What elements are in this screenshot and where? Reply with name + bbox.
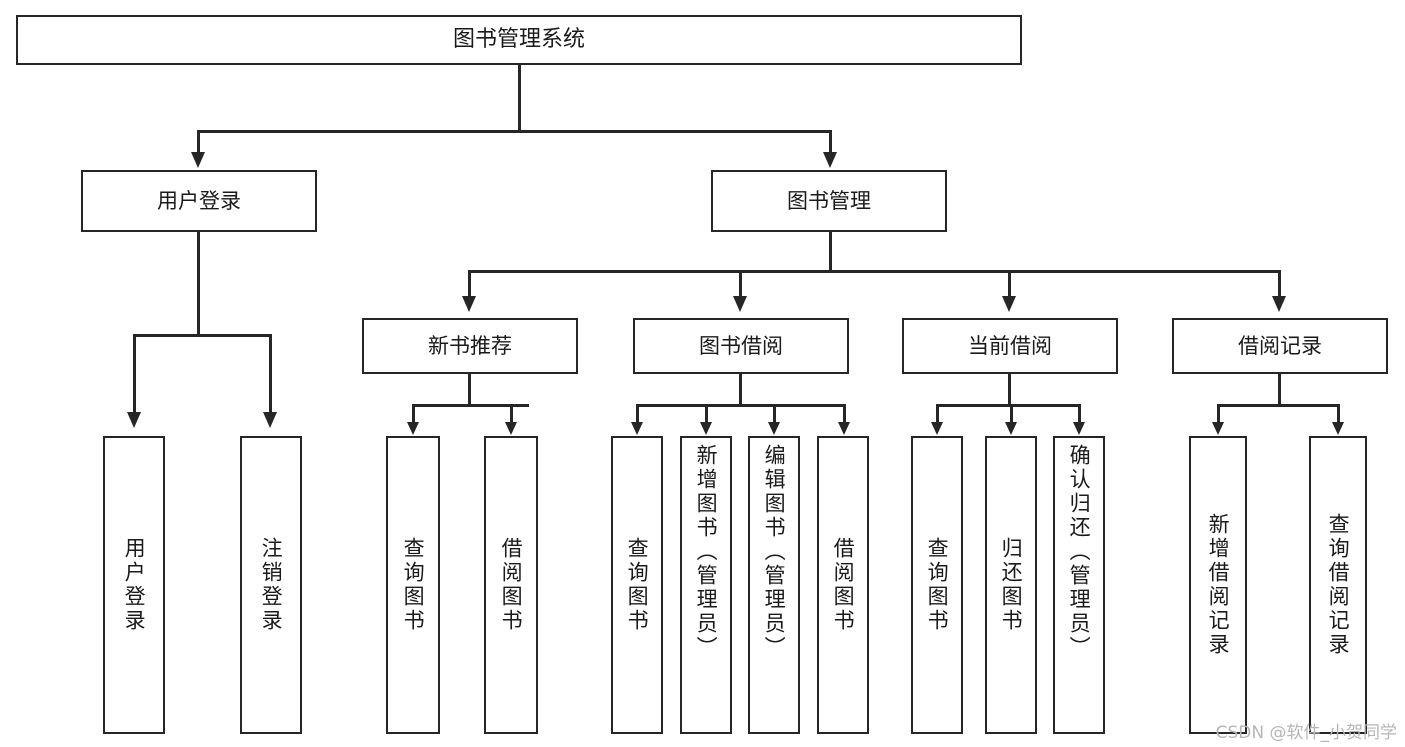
node-borrowing-records[interactable]: 借阅记录 <box>1172 318 1388 374</box>
arrowhead-current-borrow <box>1002 296 1016 312</box>
watermark-text: CSDN @软件_小贺同学 <box>1215 723 1397 743</box>
node-label: 新增借阅记录 <box>1206 513 1231 657</box>
leaf-borrow-book-borrowing[interactable]: 借阅图书 <box>817 436 869 734</box>
connector-current-borrow-bus <box>936 404 1080 407</box>
node-user-login[interactable]: 用户登录 <box>81 170 317 232</box>
connector-drop-leaf-return-book <box>1010 404 1013 424</box>
arrowhead-leaf-logout <box>263 412 277 428</box>
connector-user-login-stem <box>197 232 200 336</box>
leaf-confirm-return-admin[interactable]: 确认归还（管理员） <box>1053 436 1105 734</box>
leaf-add-borrow-record[interactable]: 新增借阅记录 <box>1189 436 1247 734</box>
arrowhead-leaf-edit-book <box>768 422 780 435</box>
connector-new-book-rec-stem <box>468 374 471 406</box>
arrowhead-leaf-user-login <box>127 412 141 428</box>
arrowhead-leaf-query-book-1 <box>407 422 419 435</box>
leaf-borrow-book-new-rec[interactable]: 借阅图书 <box>484 436 538 734</box>
connector-drop-book-management <box>829 130 832 155</box>
node-book-management[interactable]: 图书管理 <box>711 170 947 232</box>
arrowhead-leaf-add-book <box>700 422 712 435</box>
arrowhead-leaf-query-book-2 <box>631 422 643 435</box>
arrowhead-leaf-add-record <box>1212 422 1224 435</box>
connector-level3-bus <box>468 270 1280 273</box>
node-label: 当前借阅 <box>968 333 1052 358</box>
arrowhead-leaf-confirm-return <box>1073 422 1085 435</box>
node-label: 查询图书 <box>925 537 950 633</box>
node-label: 查询借阅记录 <box>1326 513 1351 657</box>
node-label: 图书管理系统 <box>452 27 585 53</box>
arrowhead-book-borrow <box>733 296 747 312</box>
node-label: 图书借阅 <box>699 333 783 358</box>
connector-drop-book-borrow <box>739 270 742 298</box>
connector-user-login-bus <box>133 334 272 337</box>
connector-drop-leaf-borrow-book-1 <box>510 404 513 424</box>
leaf-query-book-new-rec[interactable]: 查询图书 <box>386 436 440 734</box>
arrowhead-leaf-borrow-book-1 <box>505 422 517 435</box>
leaf-query-book-current[interactable]: 查询图书 <box>911 436 963 734</box>
connector-drop-leaf-add-book <box>705 404 708 424</box>
arrowhead-user-login <box>191 152 205 168</box>
node-current-borrowing[interactable]: 当前借阅 <box>902 318 1118 374</box>
leaf-return-book[interactable]: 归还图书 <box>985 436 1037 734</box>
connector-drop-leaf-query-book-3 <box>936 404 939 424</box>
connector-drop-current-borrow <box>1008 270 1011 298</box>
node-label: 编辑图书（管理员） <box>762 444 787 660</box>
connector-drop-leaf-user-login <box>133 334 136 414</box>
connector-drop-leaf-query-record <box>1337 404 1340 424</box>
connector-drop-leaf-logout <box>269 334 272 414</box>
node-label: 查询图书 <box>625 537 650 633</box>
connector-book-management-stem <box>829 232 832 272</box>
leaf-edit-book-admin[interactable]: 编辑图书（管理员） <box>748 436 800 734</box>
arrowhead-leaf-query-record <box>1332 422 1344 435</box>
connector-drop-leaf-add-record <box>1217 404 1220 424</box>
node-label: 归还图书 <box>999 537 1024 633</box>
node-label: 注销登录 <box>259 537 284 633</box>
connector-root-stem <box>518 65 521 130</box>
connector-borrow-records-stem <box>1278 374 1281 406</box>
node-label: 查询图书 <box>401 537 426 633</box>
leaf-query-book-borrowing[interactable]: 查询图书 <box>611 436 663 734</box>
connector-borrow-records-bus <box>1217 404 1339 407</box>
leaf-query-borrow-record[interactable]: 查询借阅记录 <box>1309 436 1367 734</box>
leaf-logout[interactable]: 注销登录 <box>240 436 302 734</box>
node-label: 借阅记录 <box>1238 333 1322 358</box>
connector-drop-leaf-confirm-return <box>1078 404 1081 424</box>
connector-book-borrow-stem <box>739 374 742 406</box>
node-label: 新增图书（管理员） <box>694 444 719 660</box>
node-label: 借阅图书 <box>831 537 856 633</box>
node-label: 确认归还（管理员） <box>1067 444 1092 660</box>
node-book-borrowing[interactable]: 图书借阅 <box>633 318 849 374</box>
connector-drop-leaf-borrow-book-2 <box>843 404 846 424</box>
connector-drop-new-book-rec <box>468 270 471 298</box>
leaf-user-login[interactable]: 用户登录 <box>103 436 165 734</box>
connector-drop-leaf-edit-book <box>773 404 776 424</box>
arrowhead-leaf-borrow-book-2 <box>838 422 850 435</box>
node-label: 用户登录 <box>122 537 147 633</box>
leaf-add-book-admin[interactable]: 新增图书（管理员） <box>680 436 732 734</box>
connector-level2-bus <box>197 130 832 133</box>
node-root-book-management-system[interactable]: 图书管理系统 <box>16 15 1022 65</box>
arrowhead-new-book-rec <box>462 296 476 312</box>
arrowhead-leaf-query-book-3 <box>931 422 943 435</box>
node-label: 新书推荐 <box>428 333 512 358</box>
arrowhead-leaf-return-book <box>1005 422 1017 435</box>
arrowhead-borrow-records <box>1272 296 1286 312</box>
connector-drop-leaf-query-book-2 <box>636 404 639 424</box>
node-new-book-recommendation[interactable]: 新书推荐 <box>362 318 578 374</box>
node-label: 用户登录 <box>157 188 241 213</box>
connector-drop-borrow-records <box>1278 270 1281 298</box>
node-label: 借阅图书 <box>499 537 524 633</box>
connector-drop-user-login <box>197 130 200 155</box>
connector-drop-leaf-query-book-1 <box>412 404 415 424</box>
connector-new-book-rec-bus <box>412 404 529 407</box>
arrowhead-book-management <box>823 152 837 168</box>
node-label: 图书管理 <box>787 188 871 213</box>
connector-current-borrow-stem <box>1008 374 1011 406</box>
connector-book-borrow-bus <box>636 404 846 407</box>
